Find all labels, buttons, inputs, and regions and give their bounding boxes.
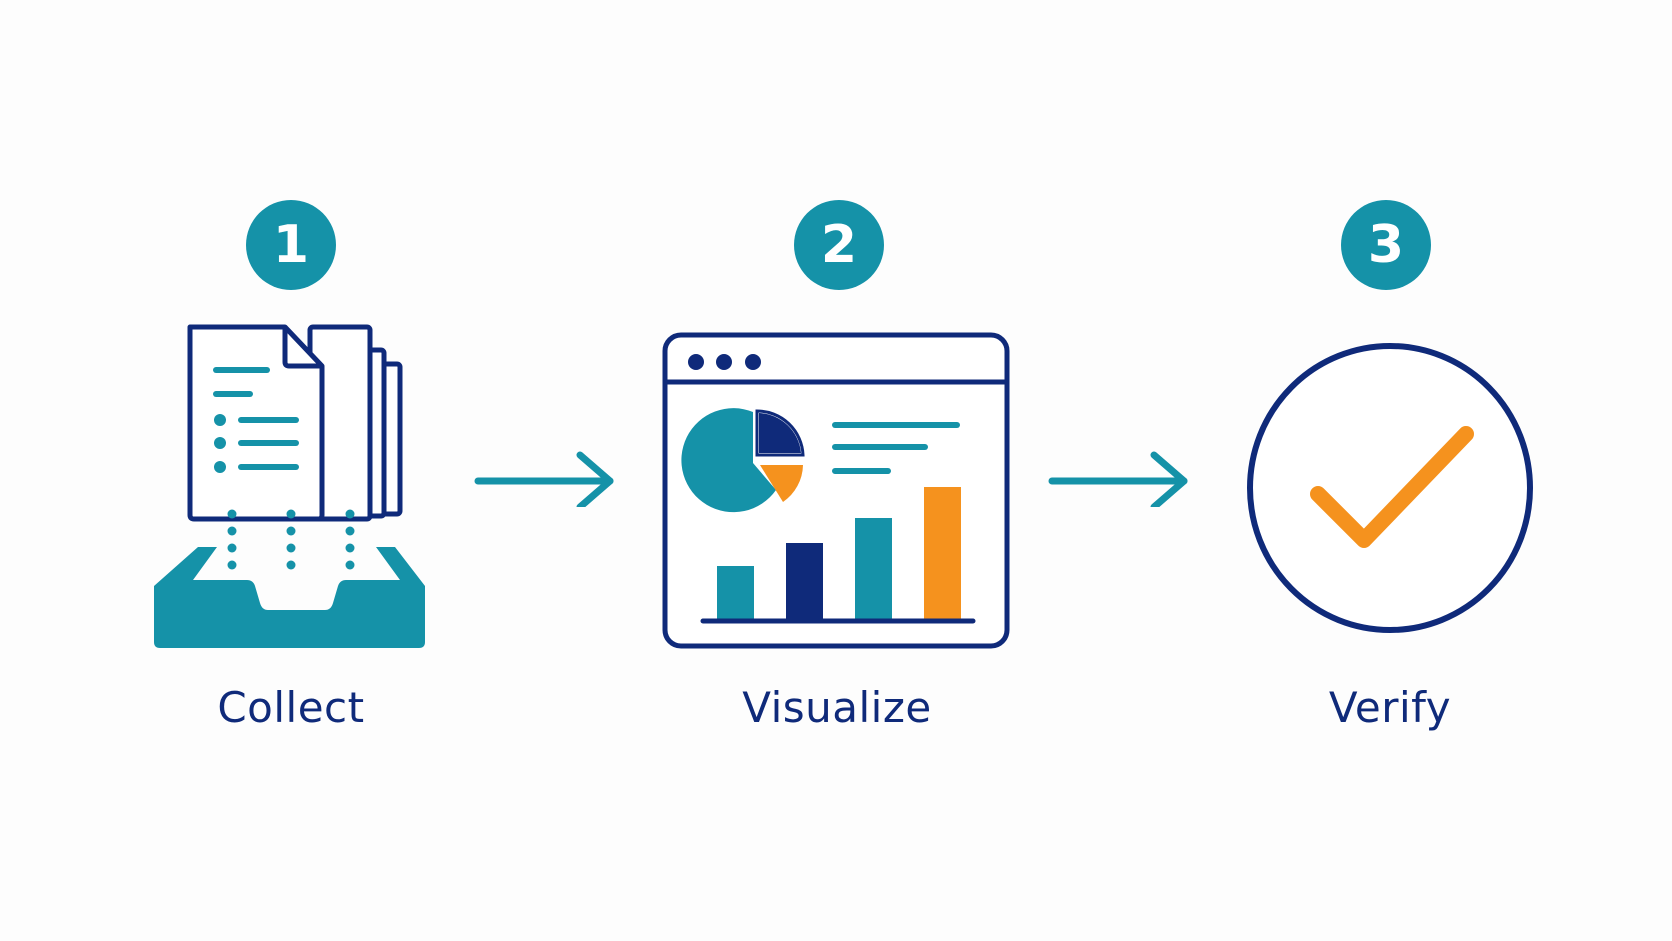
checkmark-circle-icon (1247, 343, 1533, 633)
step-2-label: Visualize (742, 683, 932, 732)
arrow-right-icon (1048, 451, 1188, 507)
step-2-badge: 2 (794, 200, 884, 290)
dashboard-chart-icon (662, 332, 1010, 649)
step-1-label: Collect (217, 683, 365, 732)
step-3-label: Verify (1328, 683, 1452, 732)
document-inbox-icon (154, 324, 425, 648)
arrow-right-icon (474, 451, 614, 507)
step-1-badge: 1 (246, 200, 336, 290)
step-3-badge: 3 (1341, 200, 1431, 290)
